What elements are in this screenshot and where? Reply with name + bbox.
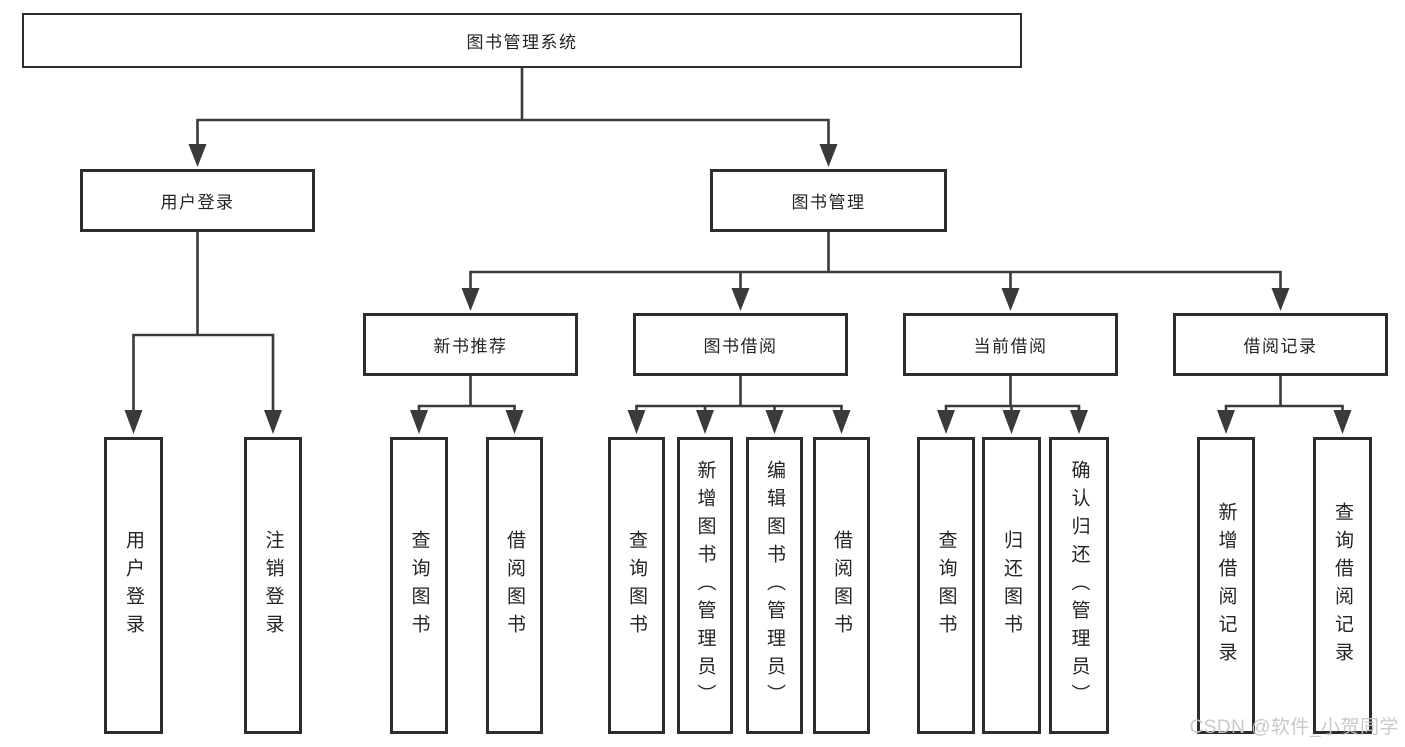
arrowhead-icon (1217, 410, 1235, 434)
connector-current-borrow (937, 376, 1088, 434)
leaf-query-book-current-label: 查询图书 (935, 529, 957, 642)
arrowhead-icon (1002, 410, 1021, 434)
leaf-return-book-label: 归还图书 (1001, 529, 1022, 642)
node-user-login-label: 用户登录 (160, 193, 235, 212)
leaf-edit-book-admin-label: 编辑图书（管理员） (764, 459, 785, 712)
node-book-borrow-label: 图书借阅 (703, 337, 778, 356)
leaf-user-login: 用户登录 (104, 437, 163, 734)
arrowhead-icon (1070, 410, 1088, 434)
node-user-login: 用户登录 (80, 169, 315, 232)
arrowhead-icon (696, 410, 714, 434)
leaf-query-borrow-record: 查询借阅记录 (1313, 437, 1372, 734)
arrowhead-icon (627, 410, 646, 434)
leaf-query-book-recommend-label: 查询图书 (408, 529, 430, 642)
leaf-logout-login-label: 注销登录 (262, 529, 284, 642)
node-borrow-records: 借阅记录 (1173, 313, 1388, 376)
arrowhead-icon (832, 410, 851, 434)
leaf-query-book-current: 查询图书 (917, 437, 975, 734)
connector-user-login-to-leaves (124, 232, 282, 434)
leaf-confirm-return-admin-label: 确认归还（管理员） (1068, 459, 1090, 712)
connector-new-book-recommend (410, 376, 524, 434)
connector-book-borrow (627, 376, 851, 434)
node-new-book-recommend: 新书推荐 (363, 313, 578, 376)
arrowhead-icon (124, 410, 143, 434)
node-root: 图书管理系统 (22, 13, 1022, 68)
node-new-book-recommend-label: 新书推荐 (433, 337, 508, 356)
arrowhead-icon (1001, 288, 1020, 311)
node-borrow-records-label: 借阅记录 (1243, 337, 1318, 356)
leaf-query-book-recommend: 查询图书 (390, 437, 448, 734)
leaf-return-book: 归还图书 (982, 437, 1041, 734)
watermark: CSDN @软件_小贺同学 (1189, 717, 1399, 738)
connector-borrow-records (1217, 376, 1352, 434)
leaf-query-book-borrow: 查询图书 (608, 437, 665, 734)
arrowhead-icon (461, 288, 480, 311)
leaf-borrow-book-borrow: 借阅图书 (813, 437, 870, 734)
leaf-add-borrow-record: 新增借阅记录 (1197, 437, 1255, 734)
arrowhead-icon (410, 410, 428, 434)
leaf-confirm-return-admin: 确认归还（管理员） (1049, 437, 1109, 734)
arrowhead-icon (765, 410, 784, 434)
node-book-borrow: 图书借阅 (633, 313, 848, 376)
arrowhead-icon (937, 410, 955, 434)
leaf-query-borrow-record-label: 查询借阅记录 (1332, 501, 1353, 670)
leaf-user-login-label: 用户登录 (123, 529, 144, 642)
connector-book-management-to-level3 (461, 232, 1290, 311)
node-book-management: 图书管理 (710, 169, 947, 232)
arrowhead-icon (188, 144, 207, 167)
arrowhead-icon (1333, 410, 1352, 434)
leaf-add-book-admin: 新增图书（管理员） (677, 437, 733, 734)
leaf-edit-book-admin: 编辑图书（管理员） (746, 437, 803, 734)
arrowhead-icon (819, 144, 838, 167)
leaf-logout-login: 注销登录 (244, 437, 302, 734)
leaf-borrow-book-borrow-label: 借阅图书 (831, 529, 852, 642)
arrowhead-icon (731, 288, 750, 311)
node-book-management-label: 图书管理 (791, 193, 866, 212)
leaf-borrow-book-recommend: 借阅图书 (486, 437, 543, 734)
leaf-add-borrow-record-label: 新增借阅记录 (1215, 501, 1237, 670)
leaf-add-book-admin-label: 新增图书（管理员） (694, 459, 716, 712)
node-current-borrow: 当前借阅 (903, 313, 1118, 376)
leaf-borrow-book-recommend-label: 借阅图书 (504, 529, 525, 642)
node-root-label: 图书管理系统 (466, 33, 578, 52)
arrowhead-icon (505, 410, 524, 434)
node-current-borrow-label: 当前借阅 (973, 337, 1048, 356)
arrowhead-icon (1271, 288, 1290, 311)
leaf-query-book-borrow-label: 查询图书 (626, 529, 647, 642)
connector-root-to-level2 (188, 66, 838, 167)
arrowhead-icon (264, 410, 282, 434)
